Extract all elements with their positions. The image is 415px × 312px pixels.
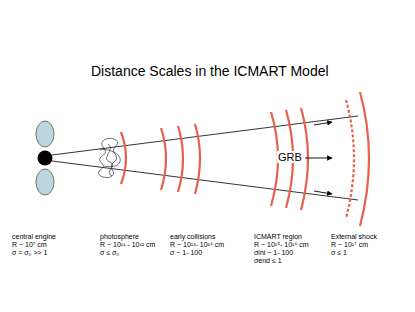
column-label: R ~ 10¹⁷ cm bbox=[331, 241, 368, 249]
column-label: σ ≤ 1 bbox=[331, 249, 347, 257]
column-label: R ~ 10¹³- 10¹⁴ cm bbox=[170, 241, 224, 249]
column-label: σ ~ 1- 100 bbox=[170, 249, 202, 257]
column-label: early collisions bbox=[170, 233, 216, 241]
column-label: σ ≤ σ₀ bbox=[100, 249, 119, 257]
diagram-title: Distance Scales in the ICMART Model bbox=[91, 64, 329, 79]
column-label: R ~ 10¹¹ - 10¹² cm bbox=[100, 241, 155, 249]
photosphere-scribble bbox=[99, 138, 121, 177]
column-label: External shock bbox=[331, 233, 377, 241]
grb-label: GRB bbox=[277, 151, 303, 163]
column-label: photosphere bbox=[100, 233, 139, 241]
column-label: central engine bbox=[12, 233, 56, 241]
direction-arrows bbox=[305, 122, 332, 194]
jet-lines bbox=[52, 116, 358, 200]
column-label: R ~ 10⁷ cm bbox=[12, 241, 47, 249]
column-label: σ = σ₀ >> 1 bbox=[12, 249, 47, 257]
shell-arcs bbox=[121, 92, 369, 226]
column-label: σini ~ 1- 100 bbox=[254, 249, 293, 257]
central-engine bbox=[36, 121, 54, 195]
column-label: R ~ 10¹⁵- 10¹⁶ cm bbox=[254, 241, 309, 249]
column-label: ICMART region bbox=[254, 233, 302, 241]
column-label: σend ≤ 1 bbox=[254, 257, 282, 265]
